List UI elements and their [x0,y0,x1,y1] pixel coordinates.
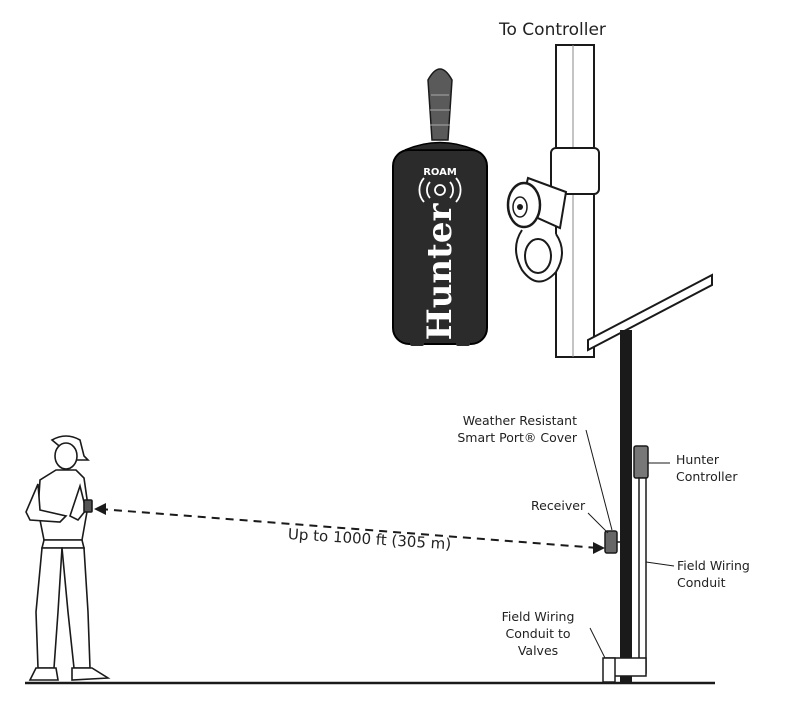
technician-figure [25,435,111,681]
wireless-signal-icon [418,177,462,203]
smart-port-cover-line2: Smart Port® Cover [457,430,577,445]
controller-pipe [550,44,600,358]
conduit-valves-leader [589,627,606,659]
hunter-controller-line2: Controller [676,469,738,484]
smart-port [506,176,568,283]
wall-receiver [604,530,632,554]
field-wiring-line2: Conduit [677,575,726,590]
building-eave [587,273,713,352]
smart-port-cover-leader [585,429,613,531]
roam-receiver-device: ROAM Hunter [392,68,488,346]
conduit-valves-line3: Valves [517,643,559,658]
to-controller-label: To Controller [499,20,606,40]
conduit-valves-line1: Field Wiring [501,609,575,624]
receiver-label: Receiver [531,498,586,513]
field-wiring-leader [645,561,675,567]
building-wall [620,330,632,684]
field-wiring-conduit [602,477,647,683]
hunter-controller [633,445,649,479]
range-arrow [94,503,605,554]
smart-port-cover-line1: Weather Resistant [462,413,577,428]
conduit-valves-line2: Conduit to [505,626,571,641]
device-model-text: ROAM [423,167,457,178]
field-wiring-line1: Field Wiring [677,558,750,573]
device-brand-text: Hunter [420,203,460,341]
hunter-controller-label: Hunter Controller [676,451,738,485]
field-wiring-label: Field Wiring Conduit [677,557,750,591]
conduit-to-valves-label: Field Wiring Conduit to Valves [496,608,580,659]
hunter-controller-line1: Hunter [676,452,719,467]
smart-port-cover-label: Weather Resistant Smart Port® Cover [445,412,577,446]
receiver-leader [587,512,609,534]
